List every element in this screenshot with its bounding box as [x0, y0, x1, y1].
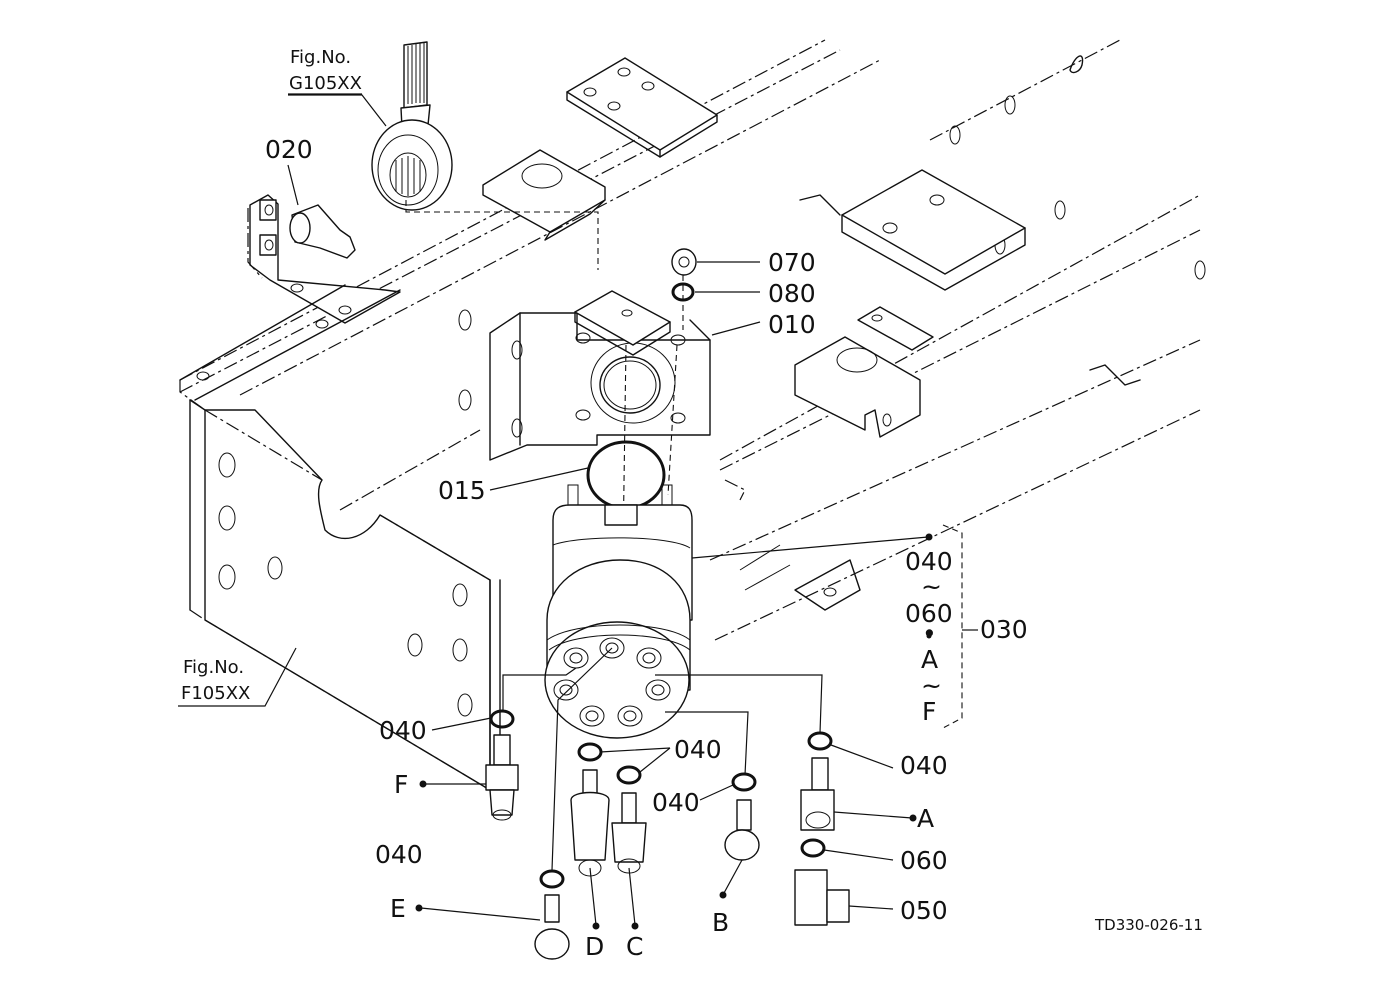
part-label-080[interactable]: 080 [768, 279, 816, 308]
fig-ref-f-number[interactable]: F105XX [181, 683, 250, 704]
assembly-note-from-letter: A [921, 645, 938, 674]
part-label-040-f[interactable]: 040 [379, 716, 427, 745]
fig-ref-f-prefix: Fig.No. [183, 657, 244, 678]
assembly-note-tilde-2: ~ [921, 671, 942, 700]
chassis-frame [179, 39, 1206, 791]
port-label-d[interactable]: D [585, 932, 604, 961]
assembly-note-tilde-1: ~ [921, 572, 942, 601]
port-label-b[interactable]: B [712, 908, 729, 937]
bracket-010 [489, 290, 711, 461]
leader-dots [415, 533, 933, 930]
leader-lines [178, 94, 978, 926]
port-label-f[interactable]: F [394, 770, 408, 799]
fitting-d [570, 742, 610, 877]
assembly-note-to-part: 060 [905, 599, 953, 628]
port-holes [553, 637, 671, 727]
part-label-060[interactable]: 060 [900, 846, 948, 875]
part-label-050[interactable]: 050 [900, 896, 948, 925]
fitting-c [611, 765, 647, 874]
assembly-note-separator: • [922, 619, 937, 648]
part-label-010[interactable]: 010 [768, 310, 816, 339]
part-label-040-b[interactable]: 040 [652, 788, 700, 817]
part-label-015[interactable]: 015 [438, 476, 486, 505]
fig-ref-g-prefix: Fig.No. [290, 47, 351, 68]
fitting-f [485, 709, 519, 821]
fitting-020-assembly [179, 194, 401, 401]
fitting-e [534, 869, 570, 960]
fitting-b [724, 772, 760, 861]
port-label-e[interactable]: E [390, 894, 406, 923]
fitting-a-050 [794, 731, 850, 926]
fig-ref-g-number[interactable]: G105XX [289, 73, 362, 94]
assembly-note-from-part: 040 [905, 547, 953, 576]
part-label-040-e[interactable]: 040 [375, 840, 423, 869]
steering-shaft-coupling [371, 41, 599, 270]
part-label-030[interactable]: 030 [980, 615, 1028, 644]
port-label-c[interactable]: C [626, 932, 643, 961]
part-label-070[interactable]: 070 [768, 248, 816, 277]
assembly-note-to-letter: F [922, 697, 936, 726]
port-label-a[interactable]: A [917, 804, 934, 833]
steering-unit-030 [544, 484, 693, 739]
nut-070-washer-080 [671, 248, 697, 330]
part-label-040-dc[interactable]: 040 [674, 735, 722, 764]
drawing-code: TD330-026-11 [1094, 916, 1203, 934]
part-label-040-a[interactable]: 040 [900, 751, 948, 780]
part-label-020[interactable]: 020 [265, 135, 313, 164]
